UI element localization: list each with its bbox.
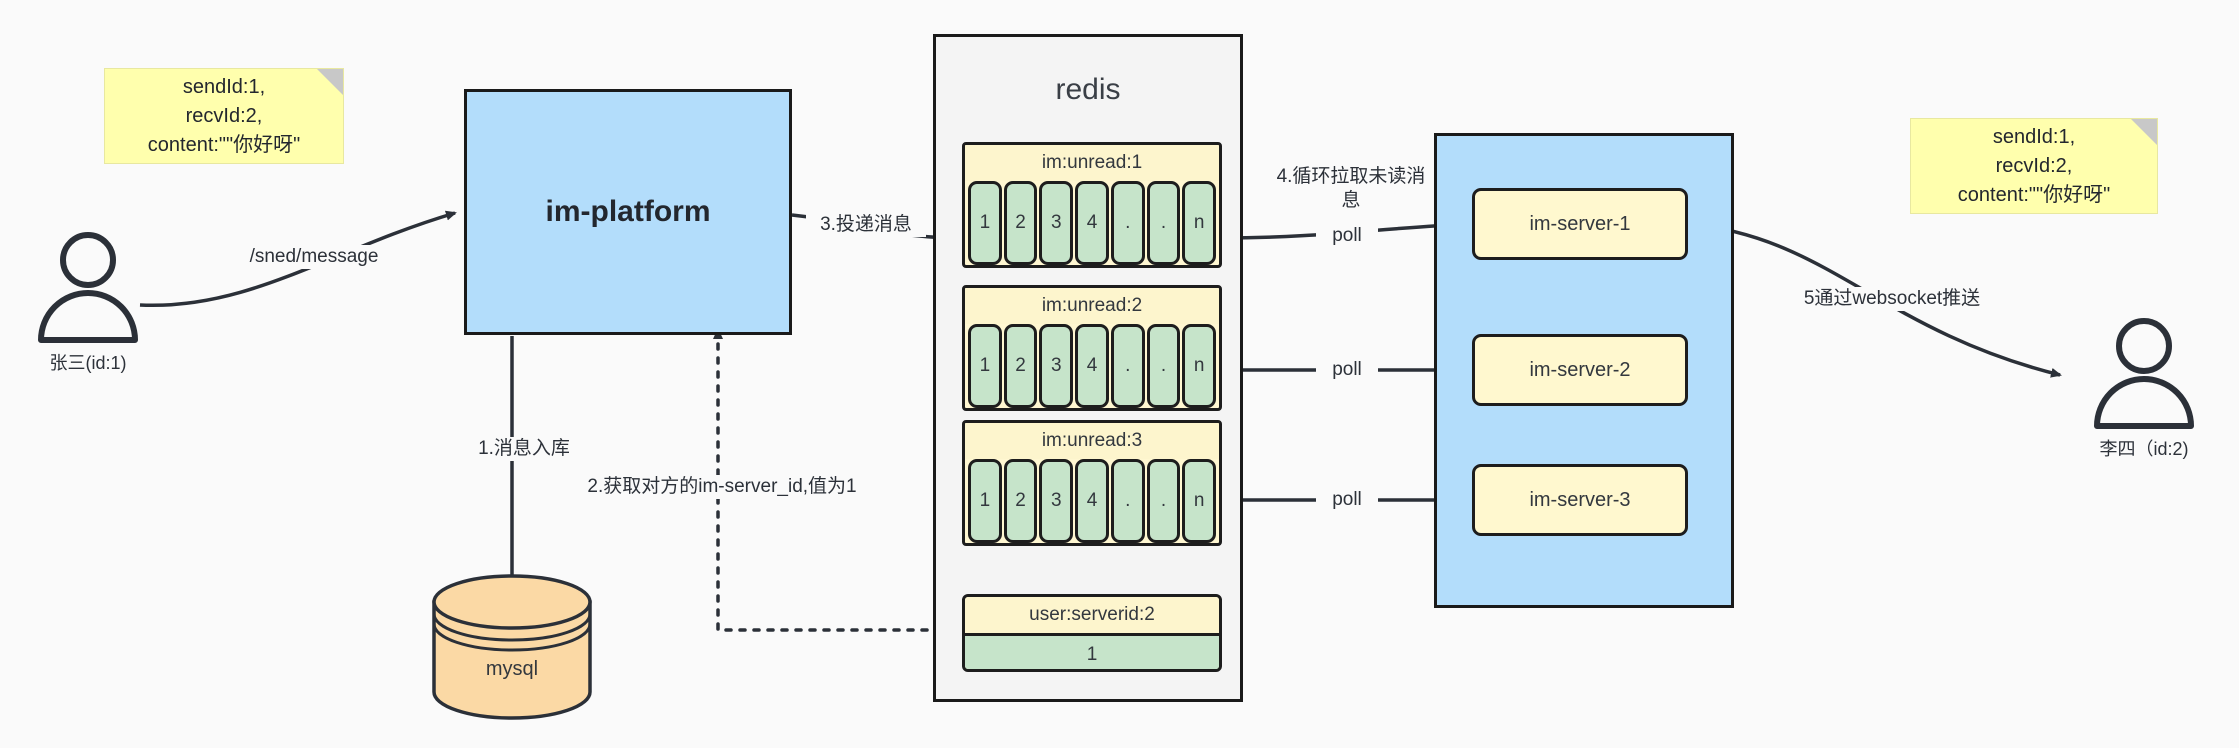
list-cell[interactable]: 3 <box>1039 459 1074 543</box>
redis-list-key-2: im:unread:2 <box>965 288 1219 324</box>
redis-list-im-unread-2[interactable]: im:unread:2 1 2 3 4 . . n <box>962 285 1222 411</box>
list-cell[interactable]: 1 <box>968 181 1002 265</box>
node-im-server-1[interactable]: im-server-1 <box>1472 188 1688 260</box>
list-cell[interactable]: 1 <box>968 459 1002 543</box>
note-left-message: sendId:1, recvId:2, content:""你好呀" <box>104 68 344 164</box>
node-im-server-2[interactable]: im-server-2 <box>1472 334 1688 406</box>
redis-kv-value: 1 <box>965 636 1219 669</box>
edge-sender-to-platform <box>139 210 457 308</box>
list-cell[interactable]: 3 <box>1039 181 1074 265</box>
actor-sender-label: 张三(id:1) <box>49 353 127 373</box>
node-im-server-3-label: im-server-3 <box>1529 488 1631 511</box>
redis-list-im-unread-3[interactable]: im:unread:3 1 2 3 4 . . n <box>962 420 1222 546</box>
list-cell[interactable]: . <box>1110 324 1145 408</box>
node-im-platform[interactable]: im-platform <box>464 89 792 335</box>
list-cell[interactable]: 2 <box>1003 181 1038 265</box>
redis-list-im-unread-1[interactable]: im:unread:1 1 2 3 4 . . n <box>962 142 1222 268</box>
node-im-server-2-label: im-server-2 <box>1529 358 1631 381</box>
edge-redis-to-platform-dotted <box>713 328 957 632</box>
edge-label-step3: 3.投递消息 <box>806 213 926 237</box>
edge-label-step4: 4.循环拉取未读消 息 <box>1254 165 1448 213</box>
list-cell[interactable]: . <box>1146 459 1181 543</box>
note-right-text: sendId:1, recvId:2, content:""你好呀" <box>1957 125 2111 206</box>
edge-label-poll-1: poll <box>1316 224 1378 248</box>
list-cell[interactable]: n <box>1182 181 1217 265</box>
redis-kv-key: user:serverid:2 <box>965 597 1219 636</box>
edge-label-step5: 5通过websocket推送 <box>1780 287 2004 311</box>
edge-label-send-message: /sned/message <box>232 245 396 269</box>
database-cylinder-icon <box>432 574 592 720</box>
user-icon <box>38 232 138 343</box>
note-right-message: sendId:1, recvId:2, content:""你好呀" <box>1910 118 2158 214</box>
node-mysql-label: mysql <box>485 658 539 680</box>
list-cell[interactable]: n <box>1182 459 1217 543</box>
node-im-server-3[interactable]: im-server-3 <box>1472 464 1688 536</box>
list-cell[interactable]: n <box>1182 324 1217 408</box>
list-cell[interactable]: 4 <box>1075 459 1109 543</box>
list-cell[interactable]: 4 <box>1075 181 1109 265</box>
node-im-server-1-label: im-server-1 <box>1529 212 1631 235</box>
node-im-platform-label: im-platform <box>545 195 711 228</box>
list-cell[interactable]: 2 <box>1003 324 1038 408</box>
list-cell[interactable]: 3 <box>1039 324 1074 408</box>
edge-label-step2: 2.获取对方的im-server_id,值为1 <box>570 475 874 499</box>
note-left-text: sendId:1, recvId:2, content:""你好呀" <box>147 75 301 156</box>
list-cell[interactable]: . <box>1110 181 1145 265</box>
redis-kv-user-serverid[interactable]: user:serverid:2 1 <box>962 594 1222 672</box>
user-icon <box>2094 318 2194 429</box>
edge-label-poll-3: poll <box>1316 488 1378 512</box>
list-cell[interactable]: . <box>1110 459 1145 543</box>
list-cell[interactable]: . <box>1146 324 1181 408</box>
actor-receiver: 李四（id:2) <box>2078 318 2210 459</box>
list-cell[interactable]: . <box>1146 181 1181 265</box>
redis-list-key-1: im:unread:1 <box>965 145 1219 181</box>
note-fold-corner <box>2131 119 2157 145</box>
redis-list-key-3: im:unread:3 <box>965 423 1219 459</box>
node-redis-label: redis <box>1055 73 1121 106</box>
actor-sender: 张三(id:1) <box>22 232 154 373</box>
list-cell[interactable]: 4 <box>1075 324 1109 408</box>
list-cell[interactable]: 1 <box>968 324 1002 408</box>
actor-receiver-label: 李四（id:2) <box>2099 439 2189 459</box>
list-cell[interactable]: 2 <box>1003 459 1038 543</box>
edge-label-poll-2: poll <box>1316 358 1378 382</box>
note-fold-corner <box>317 69 343 95</box>
edge-label-step1: 1.消息入库 <box>452 437 596 461</box>
node-mysql[interactable]: mysql <box>428 570 596 720</box>
